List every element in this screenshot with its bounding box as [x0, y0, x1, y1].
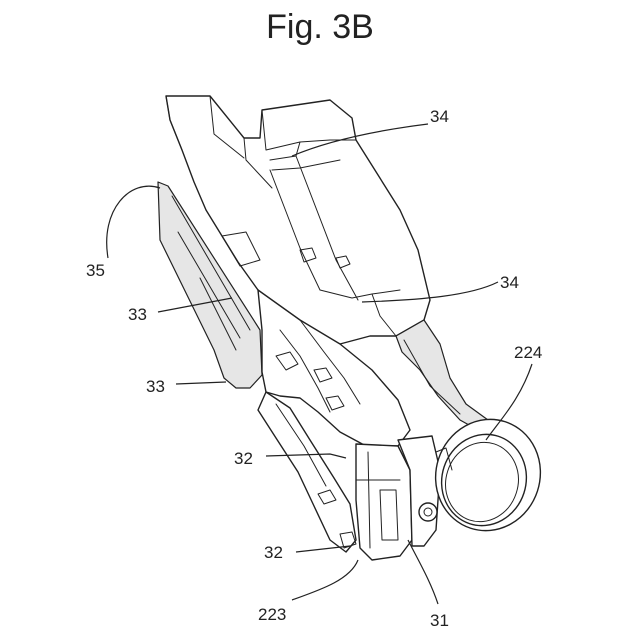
- figure-title: Fig. 3B: [266, 8, 374, 46]
- ref-label-31: 31: [430, 611, 449, 630]
- ref-label-33-upper: 33: [128, 305, 147, 324]
- ref-label-32-upper: 32: [234, 449, 253, 468]
- ref-label-35: 35: [86, 261, 105, 280]
- ref-label-223: 223: [258, 605, 286, 624]
- ref-label-34-middle: 34: [500, 273, 519, 292]
- ref-label-33-lower: 33: [146, 377, 165, 396]
- ref-label-34-top: 34: [430, 107, 449, 126]
- housing-drawing: [158, 96, 555, 560]
- ref-label-224: 224: [514, 343, 542, 362]
- ref-label-32-lower: 32: [264, 543, 283, 562]
